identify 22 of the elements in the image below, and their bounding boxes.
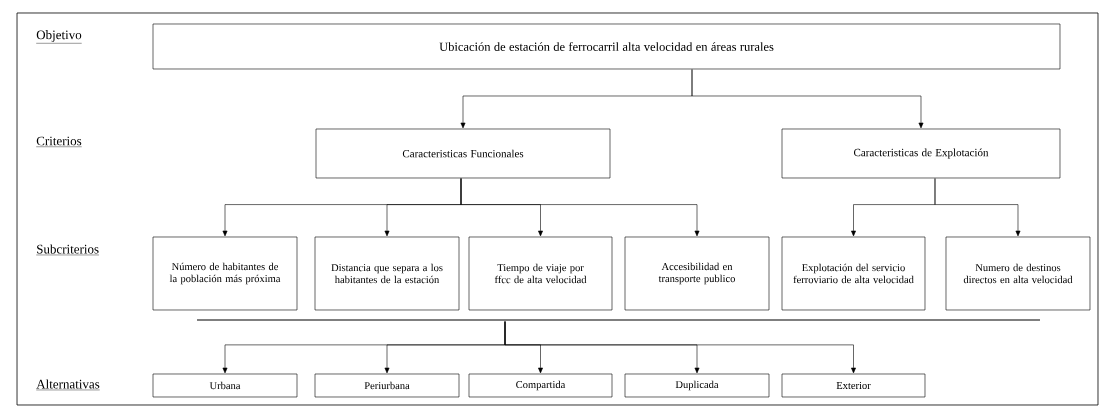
process-box: Urbana bbox=[152, 373, 298, 398]
process-box: Accesibilidad en transporte publico bbox=[624, 236, 770, 311]
process-box: Tiempo de viaje por ffcc de alta velocidad bbox=[468, 236, 613, 311]
process-box: Duplicada bbox=[624, 373, 770, 398]
process-box: Caracteristicas Funcionales bbox=[315, 128, 611, 179]
objective-box: Ubicación de estación de ferrocarril alta velocidad en áreas rurales bbox=[152, 23, 1061, 70]
process-box: Periurbana bbox=[314, 373, 460, 398]
process-box: Distancia que separa a los habitantes de la estación bbox=[314, 236, 460, 311]
level-label: Objetivo bbox=[36, 30, 82, 44]
arrow bbox=[934, 178, 1021, 237]
process-box: Explotación del servicio ferroviario de alta velocidad bbox=[781, 236, 926, 311]
level-label: Alternativas bbox=[36, 379, 100, 391]
arrow bbox=[691, 69, 924, 129]
process-box: Exterior bbox=[781, 373, 926, 398]
process-box: Número de habitantes de la población más próxima bbox=[152, 236, 298, 311]
arrow bbox=[504, 321, 856, 374]
process-box: Caracteristicas de Explotación bbox=[781, 128, 1061, 179]
process-box: Compartida bbox=[468, 373, 613, 398]
arrow bbox=[460, 178, 700, 237]
level-label: Criterios bbox=[36, 136, 82, 147]
process-box: Numero de destinos directos en alta velocidad bbox=[945, 236, 1091, 311]
level-label: Subcriterios bbox=[36, 244, 100, 256]
